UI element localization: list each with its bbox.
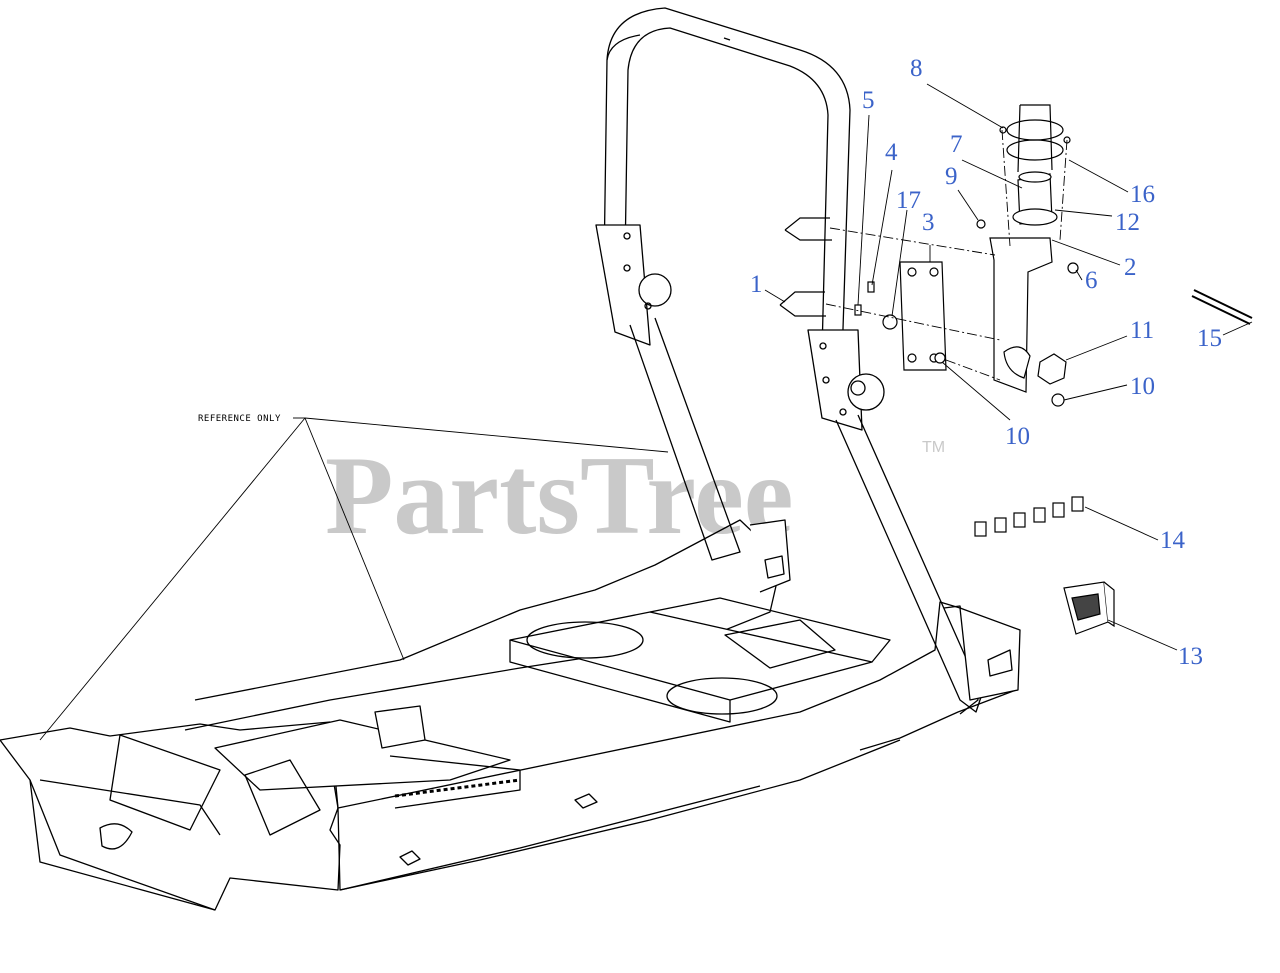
leader-lines — [39, 83, 1253, 741]
callout-3[interactable]: 3 — [922, 209, 935, 236]
callout-5[interactable]: 5 — [862, 87, 875, 114]
callout-13[interactable]: 13 — [1178, 643, 1203, 670]
callout-10-right[interactable]: 10 — [1130, 373, 1155, 400]
frame-drawing — [0, 7, 1021, 911]
callout-17[interactable]: 17 — [896, 187, 921, 214]
callout-16[interactable]: 16 — [1130, 181, 1155, 208]
reference-only-note: REFERENCE ONLY — [198, 414, 281, 424]
watermark-text: PartsTree — [325, 434, 794, 558]
callout-12[interactable]: 12 — [1115, 209, 1140, 236]
frame-rails — [0, 519, 1021, 911]
callout-1[interactable]: 1 — [750, 271, 763, 298]
callout-6[interactable]: 6 — [1085, 267, 1098, 294]
callout-15[interactable]: 15 — [1197, 325, 1222, 352]
watermark-tm: TM — [922, 439, 945, 456]
parts — [779, 104, 1253, 635]
callout-labels: 1 2 3 4 5 6 7 8 9 10 10 11 12 13 14 15 1… — [750, 55, 1222, 670]
callout-10-left[interactable]: 10 — [1005, 423, 1030, 450]
callout-7[interactable]: 7 — [950, 131, 963, 158]
relay-clips — [974, 496, 1084, 537]
roll-bar — [595, 7, 983, 715]
callout-8[interactable]: 8 — [910, 55, 923, 82]
callout-2[interactable]: 2 — [1124, 254, 1137, 281]
frame-plates — [99, 597, 891, 866]
watermark: PartsTree TM — [325, 434, 945, 558]
callout-14[interactable]: 14 — [1160, 527, 1186, 554]
callout-4[interactable]: 4 — [885, 139, 898, 166]
callout-11[interactable]: 11 — [1130, 317, 1154, 344]
callout-9[interactable]: 9 — [945, 163, 958, 190]
assembly-lines — [825, 129, 1068, 381]
